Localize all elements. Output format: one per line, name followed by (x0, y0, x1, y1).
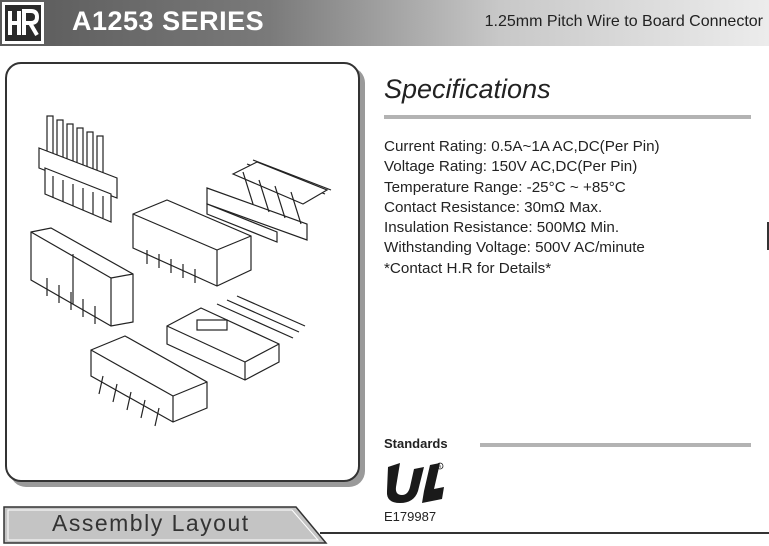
standards-divider (480, 443, 751, 447)
wire-housing-right-illustration (206, 159, 332, 243)
ul-recognized-mark-icon: R (384, 461, 446, 510)
wire-housing-lower-illustration (166, 295, 306, 381)
spec-details-note: *Contact H.R for Details* (384, 259, 552, 277)
ul-certificate-number: E179987 (384, 509, 437, 524)
specifications-list: Current Rating: 0.5A~1A AC,DC(Per Pin) V… (384, 137, 660, 279)
svg-text:R: R (439, 464, 442, 469)
specifications-divider (384, 115, 751, 119)
standards-label: Standards (384, 436, 448, 451)
smt-header-bottom-illustration (90, 335, 208, 427)
series-title: A1253 SERIES (72, 6, 265, 36)
smt-header-center-illustration (132, 199, 252, 287)
spec-voltage-rating: Voltage Rating: 150V AC,DC(Per Pin) (384, 158, 638, 176)
side-housing-illustration (30, 227, 134, 327)
assembly-layout-heading: Assembly Layout (52, 510, 250, 536)
company-logo (2, 2, 44, 44)
spec-withstanding-voltage: Withstanding Voltage: 500V AC/minute (384, 239, 645, 257)
vertical-housing-illustration (38, 115, 118, 223)
hr-logo-icon (2, 2, 44, 44)
page-edge-marker (767, 222, 769, 250)
product-image-panel (5, 62, 360, 482)
product-subtitle: 1.25mm Pitch Wire to Board Connector (484, 13, 763, 30)
connector-illustrations (30, 115, 332, 427)
bottom-rule (320, 532, 769, 534)
spec-current-rating: Current Rating: 0.5A~1A AC,DC(Per Pin) (384, 138, 660, 155)
spec-temperature-range: Temperature Range: -25°C ~ +85°C (384, 178, 626, 196)
spec-insulation-resistance: Insulation Resistance: 500MΩ Min. (384, 219, 620, 237)
spec-contact-resistance: Contact Resistance: 30mΩ Max. (384, 198, 603, 216)
header-banner: A1253 SERIES 1.25mm Pitch Wire to Board … (0, 0, 769, 46)
assembly-layout-tab (3, 506, 328, 544)
specifications-title: Specifications (384, 74, 551, 104)
